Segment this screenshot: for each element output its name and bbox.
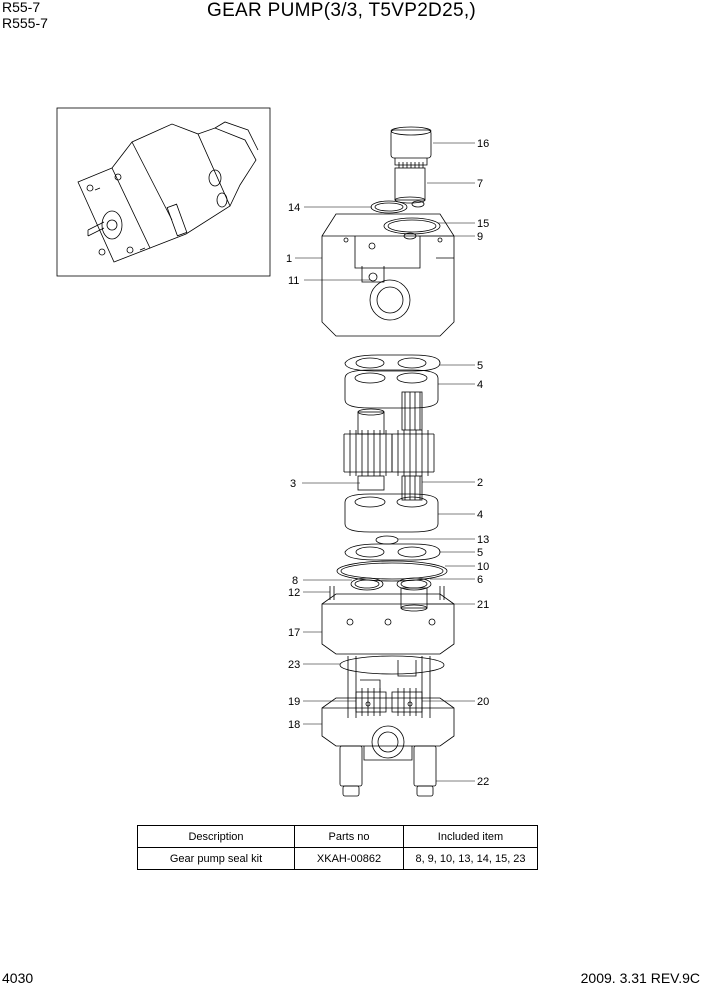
leader-lines <box>295 142 475 782</box>
callout-10: 10 <box>477 561 489 573</box>
part-10-gasket <box>336 560 448 582</box>
part-13-ring <box>375 535 399 545</box>
parts-table: Description Parts no Included item Gear … <box>137 825 538 870</box>
page-number: 4030 <box>2 970 34 986</box>
part-4-bushing-lower <box>344 493 439 533</box>
part-19-gear <box>355 688 387 716</box>
callout-4-upper: 4 <box>477 379 483 391</box>
callout-8: 8 <box>292 575 298 587</box>
part-22-bolt <box>339 745 437 797</box>
callout-19: 19 <box>288 696 300 708</box>
part-17-center-body <box>321 593 455 655</box>
callout-4-lower: 4 <box>477 509 483 521</box>
callout-3: 3 <box>290 478 296 490</box>
callout-22: 22 <box>477 776 489 788</box>
column-header-parts-no: Parts no <box>294 825 404 848</box>
part-20-gear <box>391 688 423 716</box>
callout-18: 18 <box>288 719 300 731</box>
callout-20: 20 <box>477 696 489 708</box>
callout-2: 2 <box>477 477 483 489</box>
part-18-rear-cover <box>321 697 455 761</box>
part-12-pin <box>329 586 335 600</box>
callout-13: 13 <box>477 534 489 546</box>
page-title: GEAR PUMP(3/3, T5VP2D25,) <box>207 0 477 21</box>
part-1-front-housing <box>321 213 455 337</box>
callout-23: 23 <box>288 659 300 671</box>
callout-5-lower: 5 <box>477 547 483 559</box>
revision-date: 2009. 3.31 REV.9C <box>580 970 700 986</box>
part-16-cap <box>390 126 432 168</box>
callout-21: 21 <box>477 599 489 611</box>
callout-1: 1 <box>286 253 292 265</box>
part-2-drive-gear <box>391 391 435 501</box>
part-21-bearing <box>400 587 428 609</box>
table-header-row: Description Parts no Included item <box>137 825 538 848</box>
part-3-driven-gear <box>343 408 393 491</box>
model-code-2: R555-7 <box>2 15 48 31</box>
part-8-seal <box>350 577 384 591</box>
cell-description: Gear pump seal kit <box>137 847 295 870</box>
pump-overview-inset <box>56 107 271 277</box>
callout-5-upper: 5 <box>477 360 483 372</box>
table-row: Gear pump seal kit XKAH-00862 8, 9, 10, … <box>137 847 538 870</box>
part-5-plate-lower <box>344 543 441 561</box>
callout-16: 16 <box>477 138 489 150</box>
callout-12: 12 <box>288 587 300 599</box>
callout-7: 7 <box>477 178 483 190</box>
part-4-bushing-upper <box>344 369 439 409</box>
callout-14: 14 <box>288 202 300 214</box>
cell-included-item: 8, 9, 10, 13, 14, 15, 23 <box>403 847 538 870</box>
cell-parts-no: XKAH-00862 <box>294 847 404 870</box>
part-5-plate-upper <box>344 354 441 372</box>
part-15-oring <box>383 217 441 235</box>
callout-9: 9 <box>477 231 483 243</box>
column-header-description: Description <box>137 825 295 848</box>
model-code-1: R55-7 <box>2 0 41 15</box>
part-23-seal <box>339 655 445 675</box>
callout-6: 6 <box>477 574 483 586</box>
part-6-seal <box>396 577 432 591</box>
callout-15: 15 <box>477 218 489 230</box>
part-7-sleeve <box>394 167 426 204</box>
column-header-included-item: Included item <box>403 825 538 848</box>
callout-17: 17 <box>288 627 300 639</box>
callout-11: 11 <box>288 275 299 287</box>
